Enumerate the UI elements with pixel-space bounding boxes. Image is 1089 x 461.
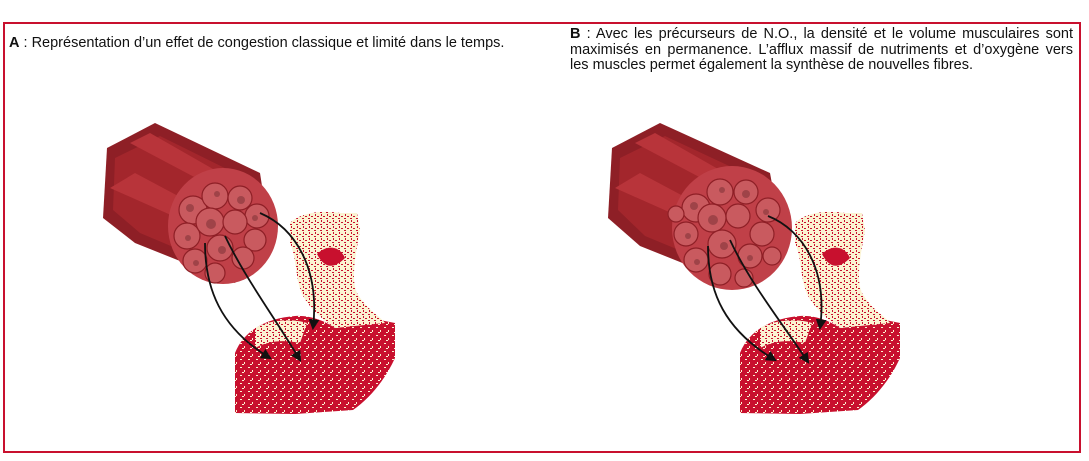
panel-b-text: : Avec les précurseurs de N.O., la densi… bbox=[570, 26, 1073, 73]
illustration-panel-a bbox=[103, 123, 395, 414]
illustration-panel-b bbox=[608, 123, 900, 414]
panel-b-letter: B bbox=[570, 26, 581, 42]
arrow-icon bbox=[204, 212, 320, 362]
panel-a-letter: A bbox=[9, 35, 20, 51]
muscle-fiber-bundle-icon bbox=[103, 123, 278, 284]
arrow-icon bbox=[707, 215, 827, 364]
panel-a-text: : Représentation d’un effet de congestio… bbox=[19, 35, 505, 51]
flexed-arm-icon bbox=[740, 211, 900, 414]
caption-panel-a: A : Représentation d’un effet de congest… bbox=[9, 35, 539, 52]
muscle-fiber-bundle-icon bbox=[608, 123, 792, 290]
caption-panel-b: B : Avec les précurseurs de N.O., la den… bbox=[570, 26, 1073, 74]
